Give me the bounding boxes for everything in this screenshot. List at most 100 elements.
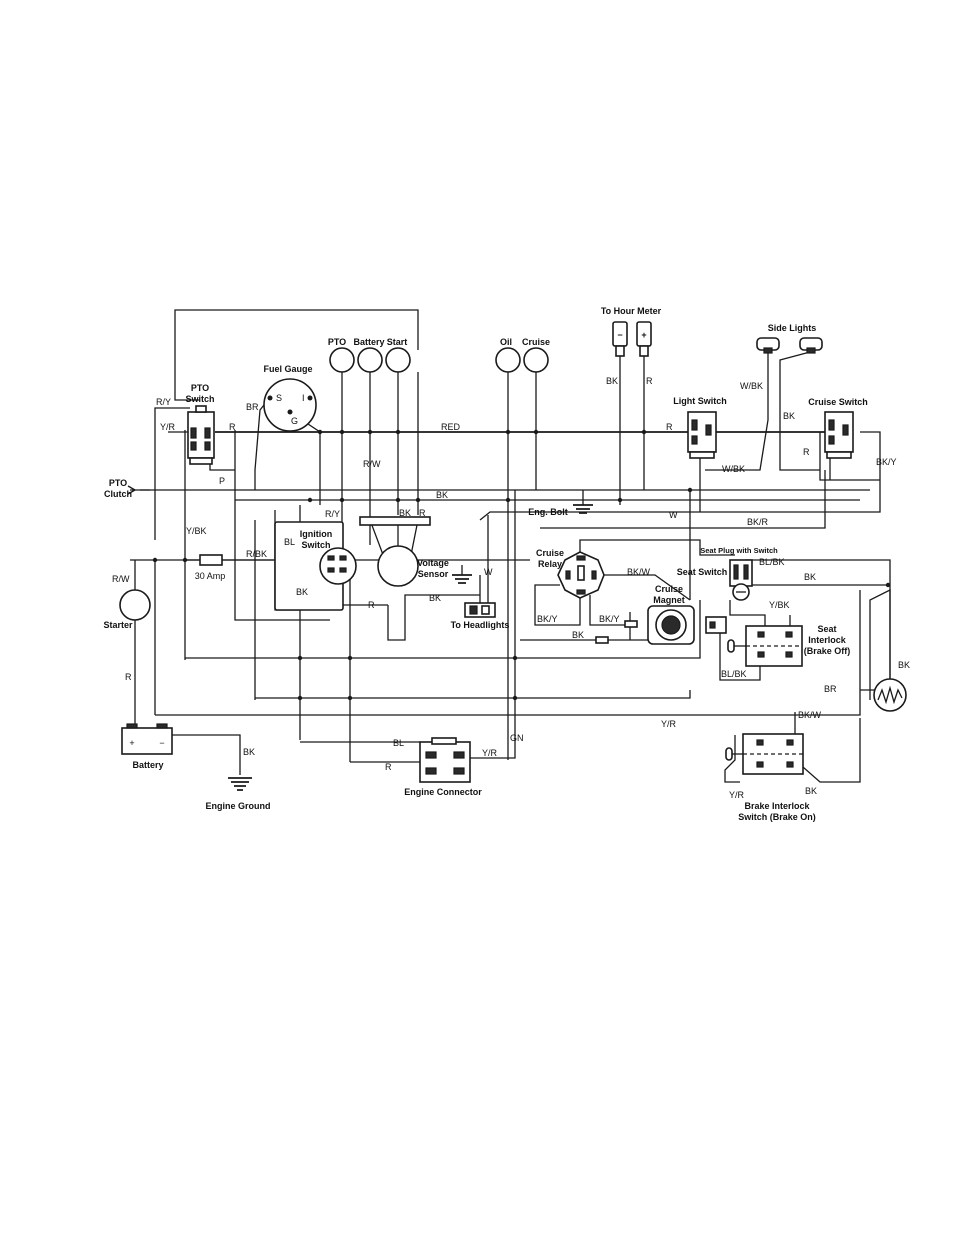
wire-label-r-eng: R bbox=[385, 762, 392, 772]
wire-label-bk-sensor: BK bbox=[399, 508, 411, 518]
wire-label-bky-3: BK/Y bbox=[599, 614, 620, 624]
label-eng-bolt: Eng. Bolt bbox=[528, 507, 568, 517]
label-pto-clutch-2: Clutch bbox=[104, 489, 132, 499]
inline-resistor bbox=[595, 620, 638, 644]
wire-label-blbk-1: BL/BK bbox=[759, 557, 785, 567]
indicator-lamps bbox=[329, 347, 549, 373]
wire-label-ry-2: R/Y bbox=[325, 509, 340, 519]
wire-label-bk-ign: BK bbox=[296, 587, 308, 597]
label-pto-clutch-1: PTO bbox=[109, 478, 127, 488]
wire-label-gn: GN bbox=[510, 733, 524, 743]
label-engine-ground: Engine Ground bbox=[206, 801, 271, 811]
wire-label-bkw-1: BK/W bbox=[627, 567, 651, 577]
wire-label-bk-meter: BK bbox=[606, 376, 618, 386]
wire-label-rw-1: R/W bbox=[363, 459, 381, 469]
label-cruise-switch: Cruise Switch bbox=[808, 397, 868, 407]
wire-label-yr-3: Y/R bbox=[482, 748, 498, 758]
voltage-sensor bbox=[359, 516, 431, 587]
headlight-connector bbox=[464, 602, 496, 618]
label-seat-interlock-2: Interlock bbox=[808, 635, 847, 645]
wire-label-ybk-2: Y/BK bbox=[769, 600, 790, 610]
gauge-terminal-g: G bbox=[291, 416, 298, 426]
wire-harness bbox=[130, 309, 891, 783]
label-brake-interlock-2: Switch (Brake On) bbox=[738, 812, 816, 822]
pto-switch bbox=[187, 405, 215, 465]
wire-label-bky-2: BK/Y bbox=[537, 614, 558, 624]
wire-label-bk-magnet: BK bbox=[572, 630, 584, 640]
wire-label-r-2: R bbox=[666, 422, 673, 432]
label-cruise-lamp: Cruise bbox=[522, 337, 550, 347]
wire-label-ry-1: R/Y bbox=[156, 397, 171, 407]
wire-color-labels: R/Y Y/R BR R RED R BK R W/BK BK R W/BK B… bbox=[112, 376, 910, 800]
engine-ground-symbol bbox=[228, 777, 252, 791]
label-cruise-relay-2: Relay bbox=[538, 559, 562, 569]
ignition-switch bbox=[274, 521, 357, 611]
wire-label-ybk-1: Y/BK bbox=[186, 526, 207, 536]
wire-label-yr-4: Y/R bbox=[729, 790, 745, 800]
label-seat-switch: Seat Switch bbox=[677, 567, 728, 577]
wire-label-r-sensor: R bbox=[419, 508, 426, 518]
starter-motor bbox=[119, 589, 151, 621]
wire-label-blbk-2: BL/BK bbox=[721, 669, 747, 679]
wire-label-rbk: R/BK bbox=[246, 549, 267, 559]
gauge-terminal-s: S bbox=[276, 393, 282, 403]
wire-label-bk-batt: BK bbox=[243, 747, 255, 757]
label-oil-lamp: Oil bbox=[500, 337, 512, 347]
label-battery-lamp: Battery bbox=[353, 337, 384, 347]
wire-label-r-starter: R bbox=[125, 672, 132, 682]
fuel-gauge: S I G bbox=[263, 378, 317, 432]
fuse-30-amp bbox=[199, 554, 223, 566]
pto-lamp bbox=[329, 347, 355, 373]
label-start-lamp: Start bbox=[387, 337, 408, 347]
battery-lamp bbox=[357, 347, 383, 373]
wire-label-bk-temp: BK bbox=[898, 660, 910, 670]
pto-clutch-arrow bbox=[127, 485, 136, 495]
cruise-lamp bbox=[523, 347, 549, 373]
label-cruise-magnet-1: Cruise bbox=[655, 584, 683, 594]
label-seat-interlock-1: Seat bbox=[817, 624, 836, 634]
label-battery: Battery bbox=[132, 760, 163, 770]
meter-plus-terminal: + bbox=[641, 330, 646, 340]
label-to-hour-meter: To Hour Meter bbox=[601, 306, 662, 316]
wire-label-yr-2: Y/R bbox=[661, 719, 677, 729]
eng-bolt-ground-symbol bbox=[573, 504, 593, 514]
wire-label-bkw-2: BK/W bbox=[798, 710, 822, 720]
seat-interlock-diode bbox=[705, 616, 727, 634]
start-lamp bbox=[385, 347, 411, 373]
sensor-ground-symbol bbox=[452, 565, 472, 584]
wire-label-bk-side: BK bbox=[783, 411, 795, 421]
wire-label-bk-seat: BK bbox=[804, 572, 816, 582]
light-switch bbox=[687, 411, 717, 459]
wire-label-bk-brake: BK bbox=[805, 786, 817, 796]
battery-unit: + − bbox=[121, 723, 173, 755]
wire-label-yr-1: Y/R bbox=[160, 422, 176, 432]
hour-meter-connectors: − + bbox=[612, 321, 652, 357]
wire-label-br-2: BR bbox=[824, 684, 837, 694]
cruise-switch bbox=[824, 411, 854, 459]
wire-label-r-cruise: R bbox=[803, 447, 810, 457]
meter-minus-terminal: − bbox=[617, 330, 622, 340]
cruise-relay bbox=[557, 551, 605, 599]
wire-label-bl-2: BL bbox=[393, 738, 404, 748]
label-engine-connector: Engine Connector bbox=[404, 787, 482, 797]
label-seat-interlock-3: (Brake Off) bbox=[804, 646, 851, 656]
wire-label-br-1: BR bbox=[246, 402, 259, 412]
cruise-magnet bbox=[647, 605, 695, 645]
label-starter: Starter bbox=[103, 620, 133, 630]
label-to-headlights: To Headlights bbox=[451, 620, 510, 630]
wire-label-bk-head: BK bbox=[429, 593, 441, 603]
label-fuel-gauge: Fuel Gauge bbox=[263, 364, 312, 374]
wire-label-wbk-2: W/BK bbox=[722, 464, 745, 474]
label-seat-plug: Seat Plug with Switch bbox=[700, 546, 778, 555]
label-brake-interlock-1: Brake Interlock bbox=[744, 801, 810, 811]
label-cruise-magnet-2: Magnet bbox=[653, 595, 685, 605]
side-lights bbox=[756, 337, 823, 354]
temperature-sensor bbox=[873, 678, 907, 712]
label-light-switch: Light Switch bbox=[673, 396, 727, 406]
engine-connector-block bbox=[419, 737, 471, 783]
label-ignition-switch-2: Switch bbox=[301, 540, 330, 550]
battery-plus-terminal: + bbox=[129, 738, 134, 748]
component-labels: To Hour Meter Side Lights PTO Battery St… bbox=[103, 306, 867, 822]
wire-label-r-ign: R bbox=[368, 600, 375, 610]
